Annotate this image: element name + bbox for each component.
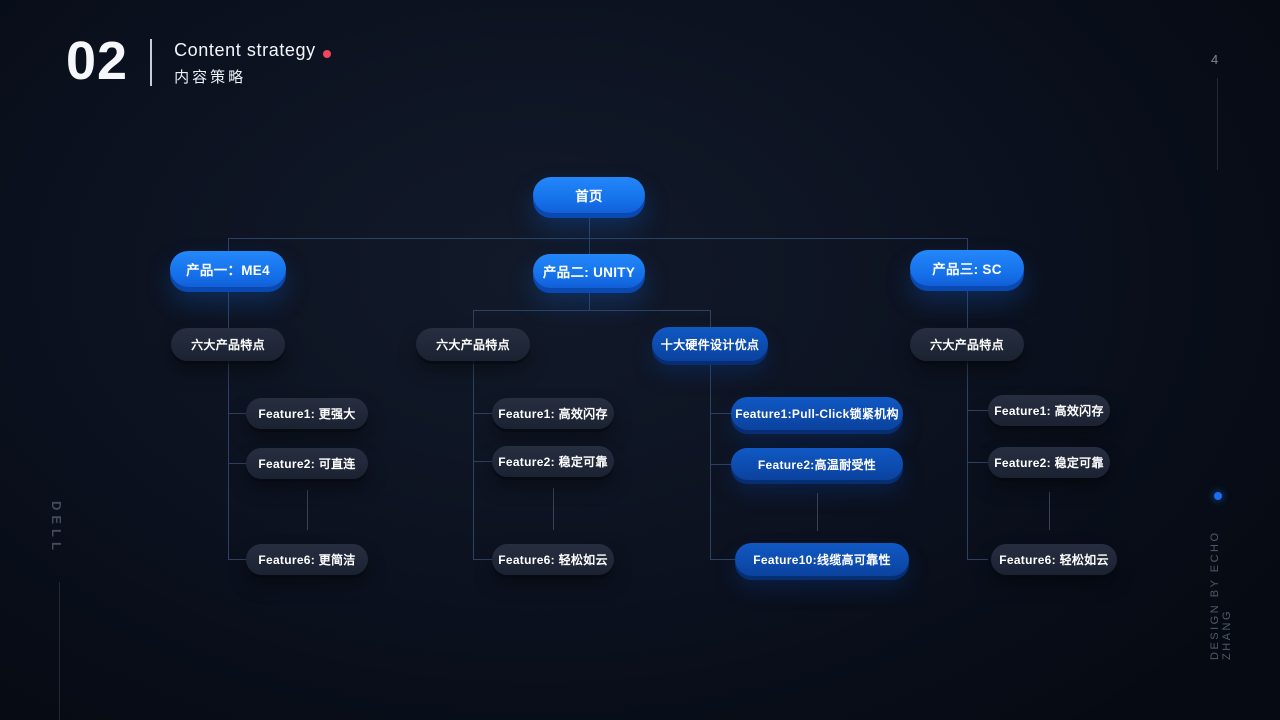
- connector-line: [967, 462, 988, 463]
- connector-line: [228, 238, 968, 239]
- header-divider: [150, 39, 153, 86]
- connector-line: [710, 413, 731, 414]
- node-group-2: 六大产品特点: [416, 327, 530, 361]
- connector-line: [710, 310, 711, 328]
- connector-line: [473, 310, 711, 311]
- connector-line: [473, 361, 474, 559]
- connector-line: [228, 361, 229, 559]
- header-titles: Content strategy 内容策略: [174, 34, 331, 85]
- connector-line: [589, 238, 590, 254]
- connector-line: [589, 289, 590, 310]
- connector-line: [228, 559, 247, 560]
- node-p3-feature-1: Feature1: 高效闪存: [988, 394, 1110, 426]
- node-group-3: 六大产品特点: [910, 327, 1024, 361]
- connector-line: [710, 559, 735, 560]
- connector-line: [967, 410, 988, 411]
- connector-line: [228, 287, 229, 328]
- node-group-hw: 十大硬件设计优点: [652, 327, 768, 361]
- node-hw-feature-1: Feature1:Pull-Click锁紧机构: [731, 396, 903, 430]
- connector-line: [473, 413, 492, 414]
- connector-line: [967, 361, 968, 559]
- node-p3-feature-6: Feature6: 轻松如云: [991, 543, 1117, 575]
- node-p2-feature-6: Feature6: 轻松如云: [492, 543, 614, 575]
- connector-line: [473, 559, 492, 560]
- connector-line: [473, 461, 492, 462]
- page-subtitle: 内容策略: [174, 69, 247, 86]
- side-caption-left: DELL: [49, 501, 64, 555]
- blue-dot-icon: [1214, 492, 1222, 500]
- node-group-1: 六大产品特点: [171, 327, 285, 361]
- connector-line: [589, 213, 590, 238]
- connector-line: [228, 463, 247, 464]
- bottom-left-hairline: [59, 582, 60, 720]
- node-home: 首页: [533, 177, 645, 213]
- section-number: 02: [66, 31, 129, 91]
- node-p1-feature-6: Feature6: 更简洁: [246, 543, 368, 575]
- connector-line: [710, 464, 731, 465]
- red-dot-icon: [322, 50, 331, 58]
- node-product-2: 产品二: UNITY: [533, 254, 645, 288]
- top-right-hairline: [1217, 78, 1218, 170]
- page-number: 4: [1211, 52, 1219, 67]
- connector-line: [553, 488, 554, 530]
- connector-line: [473, 310, 474, 328]
- node-p1-feature-1: Feature1: 更强大: [246, 397, 368, 429]
- page-title: Content strategy: [174, 40, 316, 60]
- node-hw-feature-2: Feature2:高温耐受性: [731, 448, 903, 480]
- node-p2-feature-1: Feature1: 高效闪存: [492, 397, 614, 429]
- connector-line: [967, 238, 968, 252]
- connector-line: [817, 493, 818, 531]
- connector-line: [307, 490, 308, 530]
- node-product-1: 产品一：ME4: [170, 251, 286, 287]
- node-p1-feature-2: Feature2: 可直连: [246, 447, 368, 479]
- connector-line: [1049, 492, 1050, 530]
- node-hw-feature-10: Feature10:线缆高可靠性: [735, 542, 909, 576]
- connector-line: [228, 238, 229, 252]
- node-p3-feature-2: Feature2: 稳定可靠: [988, 446, 1110, 478]
- node-p2-feature-2: Feature2: 稳定可靠: [492, 445, 614, 477]
- connector-line: [228, 413, 247, 414]
- connector-line: [710, 361, 711, 559]
- node-product-3: 产品三: SC: [910, 250, 1024, 286]
- connector-line: [967, 559, 988, 560]
- connector-line: [967, 286, 968, 328]
- slide-header: 02 Content strategy 内容策略: [66, 34, 331, 88]
